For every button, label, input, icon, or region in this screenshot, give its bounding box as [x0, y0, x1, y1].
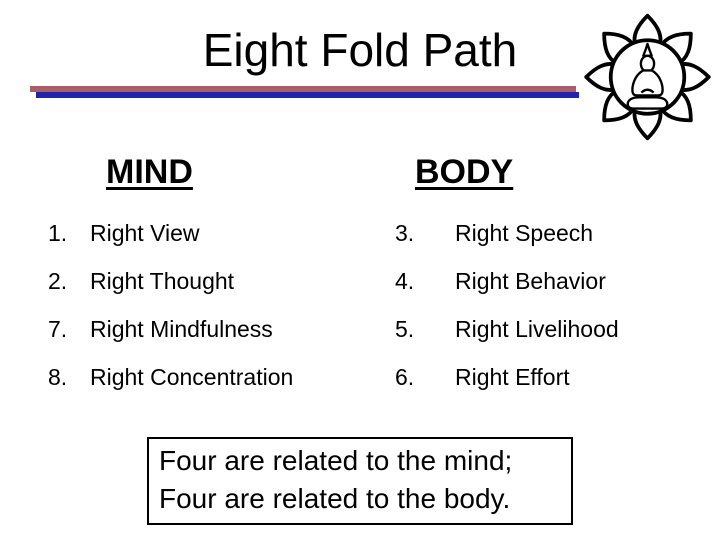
list-item: 8. Right Concentration — [48, 353, 293, 401]
list-item: 4. Right Behavior — [395, 257, 619, 305]
accent-line-blue — [36, 92, 579, 98]
summary-line-2: Four are related to the body. — [159, 483, 511, 514]
mind-list: 1. Right View 2. Right Thought 7. Right … — [48, 209, 293, 401]
list-item-label: Right Effort — [455, 363, 570, 390]
list-item-label: Right Behavior — [455, 267, 606, 294]
list-item: 6. Right Effort — [395, 353, 619, 401]
column-header-body: BODY — [415, 153, 514, 191]
list-item-number: 1. — [48, 219, 68, 246]
lotus-buddha-icon — [584, 13, 711, 141]
list-item: 2. Right Thought — [48, 257, 293, 305]
list-item-number: 4. — [395, 267, 415, 294]
list-item-number: 6. — [395, 363, 415, 390]
list-item: 1. Right View — [48, 209, 293, 257]
list-item-label: Right Mindfulness — [90, 315, 273, 342]
list-item-number: 7. — [48, 315, 68, 342]
list-item-label: Right Livelihood — [455, 315, 619, 342]
list-item-label: Right View — [90, 219, 200, 246]
list-item: 7. Right Mindfulness — [48, 305, 293, 353]
list-item-number: 3. — [395, 219, 415, 246]
accent-line-red — [30, 86, 576, 92]
list-item-number: 8. — [48, 363, 68, 390]
list-item: 5. Right Livelihood — [395, 305, 619, 353]
list-item-number: 5. — [395, 315, 415, 342]
summary-line-1: Four are related to the mind; — [159, 445, 513, 476]
list-item-label: Right Speech — [455, 219, 594, 246]
list-item-label: Right Concentration — [90, 363, 294, 390]
column-header-mind: MIND — [106, 153, 193, 191]
summary-box: Four are related to the mind; Four are r… — [147, 437, 573, 525]
list-item-label: Right Thought — [90, 267, 235, 294]
list-item-number: 2. — [48, 267, 68, 294]
page-title: Eight Fold Path — [202, 24, 518, 76]
list-item: 3. Right Speech — [395, 209, 619, 257]
body-list: 3. Right Speech 4. Right Behavior 5. Rig… — [395, 209, 619, 401]
